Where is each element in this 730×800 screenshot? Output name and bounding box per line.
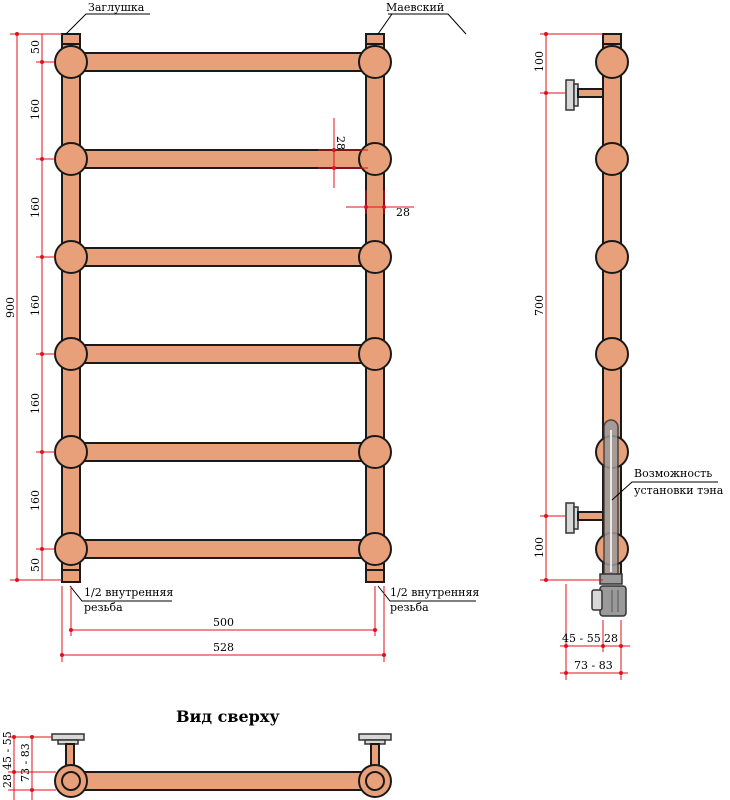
dim-side-mid: 700: [533, 295, 546, 316]
dim-seg-1: 160: [29, 99, 42, 120]
rung-1: [79, 52, 367, 72]
rungs: [79, 52, 367, 559]
top-view-bracket-right: [358, 733, 392, 767]
dim-seg-bottom: 50: [29, 558, 42, 572]
rung-5: [79, 442, 367, 462]
plug-label: Заглушка: [88, 1, 145, 14]
dim-width-total: 528: [213, 641, 234, 654]
thread-right-label-1: 1/2 внутренняя: [390, 586, 479, 599]
dim-side-total: 73 - 83: [574, 659, 613, 672]
side-view: Возможность установки тэна 100 700 100 4…: [533, 32, 724, 680]
right-collector: [365, 33, 385, 583]
dim-height-total: 900: [4, 297, 17, 318]
dim-side-pipe: 28: [604, 632, 618, 645]
dim-seg-4: 160: [29, 393, 42, 414]
top-view-title: Вид сверху: [176, 707, 280, 726]
thread-left-label-1: 1/2 внутренняя: [84, 586, 173, 599]
rung-3: [79, 247, 367, 267]
dim-rung-dia: 28: [334, 136, 347, 150]
front-view: Заглушка Маевский 1/2 внутренняя резьба …: [4, 1, 479, 662]
dim-top-pipe: 28: [1, 774, 14, 788]
dim-seg-3: 160: [29, 295, 42, 316]
left-collector: [61, 33, 81, 583]
dim-top-offset: 45 - 55: [1, 731, 14, 770]
thread-right-label-2: резьба: [390, 601, 429, 614]
dim-side-offset: 45 - 55: [562, 632, 601, 645]
heating-element: [591, 419, 627, 617]
thread-left-label-2: резьба: [84, 601, 123, 614]
heater-label-2: установки тэна: [634, 484, 724, 497]
heater-label-1: Возможность: [634, 467, 712, 480]
bottom-bracket: [565, 502, 604, 534]
rung-2: [79, 149, 367, 169]
top-view: Вид сверху 45 - 55 28 73 - 83: [1, 707, 392, 800]
rung-6: [79, 539, 367, 559]
dim-side-top: 100: [533, 51, 546, 72]
dim-collector-dia: 28: [396, 206, 410, 219]
dim-top-total: 73 - 83: [19, 743, 32, 782]
top-view-rung: [79, 771, 367, 791]
dim-seg-5: 160: [29, 490, 42, 511]
dim-seg-top: 50: [29, 40, 42, 54]
ball-joints: [54, 45, 392, 566]
dim-side-bottom: 100: [533, 537, 546, 558]
mayevsky-label: Маевский: [386, 1, 444, 14]
dim-seg-2: 160: [29, 197, 42, 218]
segment-ticks: [36, 60, 55, 551]
dim-width-axis: 500: [213, 616, 234, 629]
top-view-bracket-left: [51, 733, 85, 767]
rung-4: [79, 344, 367, 364]
top-bracket: [565, 79, 604, 111]
